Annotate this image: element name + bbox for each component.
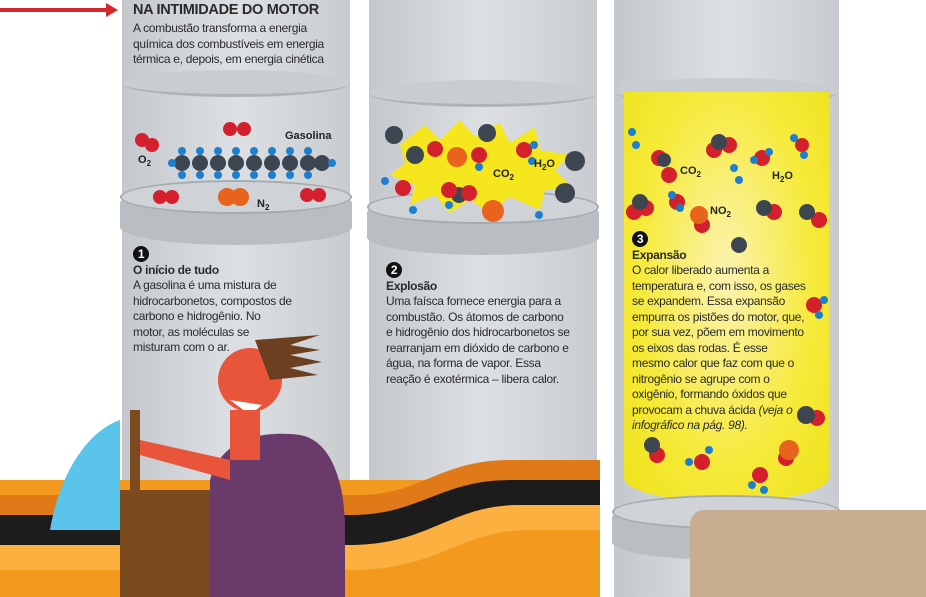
label-h2o-h: H <box>534 158 542 170</box>
step-1-title: O início de tudo <box>133 262 219 277</box>
explosion-molecules <box>381 124 585 222</box>
label-n2-text: N <box>257 198 265 210</box>
driver-illustration <box>0 335 600 597</box>
decorative-shape <box>690 510 926 597</box>
label-n2: N2 <box>257 198 269 212</box>
label-n2-sub: 2 <box>264 203 270 213</box>
step-3-title: Expansão <box>632 247 687 262</box>
expansion-molecules <box>626 128 828 494</box>
label-co2-sub: 2 <box>696 170 701 180</box>
page-subtitle: A combustão transforma a energia química… <box>133 21 324 66</box>
label-o2-text: O <box>138 154 147 166</box>
step-2-number: 2 <box>386 262 402 278</box>
step-2: 2 Explosão Uma faísca fornece energia pa… <box>386 262 571 387</box>
pointer-arrow-head <box>106 3 118 17</box>
step-1: 1 O início de tudo A gasolina é uma mist… <box>133 246 323 356</box>
step-3: 3 Expansão O calor liberado aumenta a te… <box>632 231 808 434</box>
step-2-text: Uma faísca fornece energia para a combus… <box>386 294 570 386</box>
label-h2o-h: H <box>772 170 780 182</box>
label-h2o-o: O <box>784 170 793 182</box>
label-gasolina: Gasolina <box>285 130 332 142</box>
step-1-number: 1 <box>133 246 149 262</box>
step-1-text: A gasolina é uma mistura de hidrocarbone… <box>133 278 292 354</box>
step-3-text: O calor liberado aumenta a temperatura e… <box>632 263 806 417</box>
page-title: NA INTIMIDADE DO MOTOR <box>133 2 319 18</box>
label-co2-text: CO <box>493 168 510 180</box>
label-no2-sub: 2 <box>726 210 731 220</box>
label-h2o-sub: 2 <box>779 175 785 185</box>
label-no2: NO2 <box>710 205 731 219</box>
label-o2-sub: 2 <box>146 159 152 169</box>
label-h2o-explosion: H2O <box>534 158 555 172</box>
label-h2o-expansion: H2O <box>772 170 793 184</box>
label-h2o-sub: 2 <box>541 163 547 173</box>
label-no2-text: NO <box>710 205 727 217</box>
step-3-number: 3 <box>632 231 648 247</box>
label-h2o-o: O <box>546 158 555 170</box>
label-co2-sub: 2 <box>509 173 514 183</box>
label-o2: O2 <box>138 154 151 168</box>
pointer-arrow <box>0 8 112 12</box>
step-2-title: Explosão <box>386 278 437 293</box>
label-co2-explosion: CO2 <box>493 168 514 182</box>
gasoline-molecules <box>135 122 336 206</box>
label-co2-text: CO <box>680 165 697 177</box>
label-co2-expansion: CO2 <box>680 165 701 179</box>
step-3-reference: (veja o infográfico na pág. 98). <box>632 402 793 433</box>
